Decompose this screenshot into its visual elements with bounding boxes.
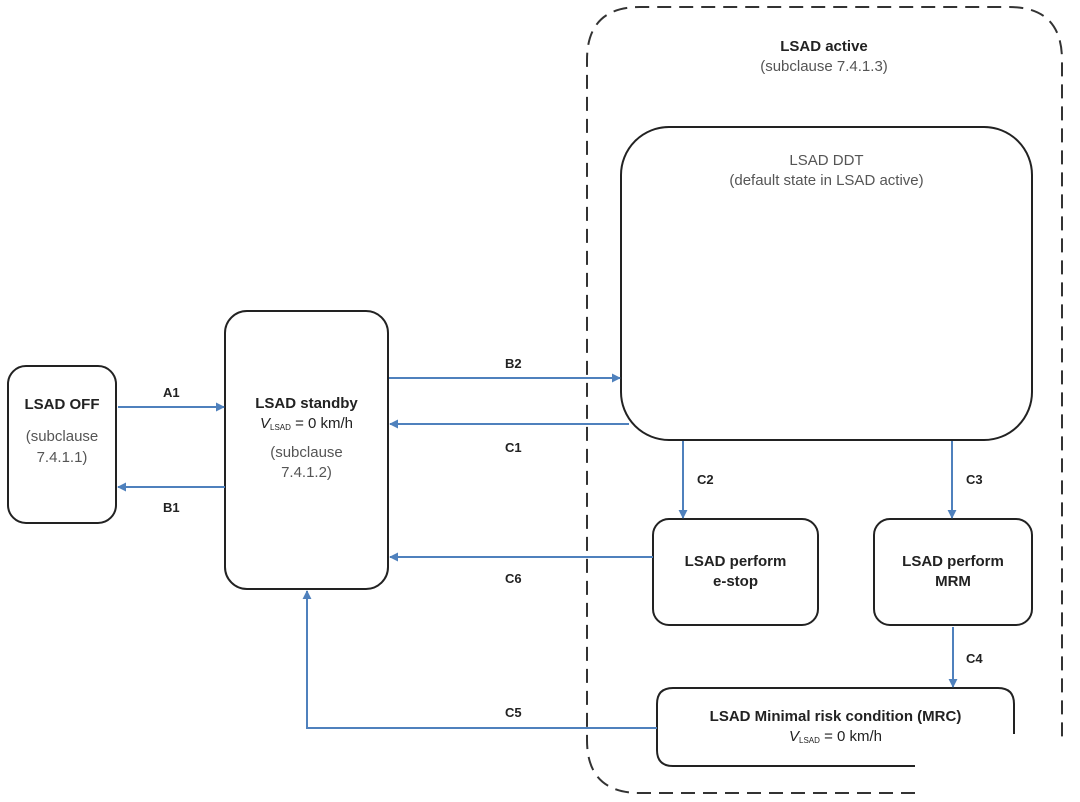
lsad-mrm-line2: MRM bbox=[935, 573, 971, 591]
edge-label-c5: C5 bbox=[505, 705, 522, 720]
lsad-active-title: LSAD active bbox=[780, 38, 868, 55]
lsad-estop-node[interactable] bbox=[652, 518, 819, 626]
edge-label-c3: C3 bbox=[966, 472, 983, 487]
lsad-off-title: LSAD OFF bbox=[24, 396, 100, 413]
lsad-active-subclause: (subclause 7.4.1.3) bbox=[760, 58, 888, 76]
edge-label-a1: A1 bbox=[163, 385, 180, 400]
lsad-ddt-label: LSAD DDT (default state in LSAD active) bbox=[621, 151, 1032, 192]
edge-label-c4: C4 bbox=[966, 651, 983, 666]
lsad-standby-node[interactable] bbox=[224, 310, 389, 590]
lsad-mrm-node[interactable] bbox=[873, 518, 1033, 626]
lsad-estop-line1: LSAD perform bbox=[684, 553, 787, 570]
edge-label-b2: B2 bbox=[505, 356, 522, 371]
edge-label-b1: B1 bbox=[163, 500, 180, 515]
lsad-standby-speed: VLSAD = 0 km/h bbox=[225, 414, 388, 434]
lsad-mrm-label: LSAD perform MRM bbox=[874, 552, 1032, 593]
lsad-mrc-speed: VLSAD = 0 km/h bbox=[657, 727, 1014, 747]
speed-value: = 0 km/h bbox=[290, 415, 354, 433]
lsad-standby-subclause-2: 7.4.1.2) bbox=[281, 463, 332, 481]
speed-subscript: LSAD bbox=[270, 423, 291, 433]
lsad-mrm-line1: LSAD perform bbox=[902, 553, 1004, 570]
lsad-standby-title: LSAD standby bbox=[255, 395, 358, 412]
mrc-speed-value: = 0 km/h bbox=[819, 728, 883, 746]
lsad-mrc-title: LSAD Minimal risk condition (MRC) bbox=[709, 708, 962, 725]
lsad-off-label: LSAD OFF (subclause 7.4.1.1) bbox=[8, 395, 116, 468]
lsad-estop-line2: e-stop bbox=[713, 573, 758, 591]
lsad-estop-label: LSAD perform e-stop bbox=[653, 552, 818, 593]
lsad-ddt-title: LSAD DDT bbox=[789, 152, 864, 169]
lsad-standby-subclause-1: (subclause bbox=[270, 443, 343, 461]
mrc-speed-subscript: LSAD bbox=[799, 736, 820, 746]
speed-variable: V bbox=[259, 415, 270, 433]
lsad-off-subclause-2: 7.4.1.1) bbox=[36, 448, 88, 466]
lsad-standby-label: LSAD standby VLSAD = 0 km/h (subclause 7… bbox=[225, 394, 388, 483]
lsad-active-label: LSAD active (subclause 7.4.1.3) bbox=[724, 37, 924, 78]
lsad-mrc-label: LSAD Minimal risk condition (MRC) VLSAD … bbox=[657, 707, 1014, 748]
edge-c5 bbox=[302, 590, 657, 729]
edge-label-c1: C1 bbox=[505, 440, 522, 455]
edge-label-c2: C2 bbox=[697, 472, 714, 487]
lsad-ddt-node[interactable] bbox=[620, 126, 1033, 441]
lsad-off-node[interactable] bbox=[7, 365, 117, 524]
lsad-active-group bbox=[586, 6, 1063, 794]
mrc-speed-variable: V bbox=[788, 728, 799, 746]
edge-label-c6: C6 bbox=[505, 571, 522, 586]
lsad-ddt-subtitle: (default state in LSAD active) bbox=[729, 172, 924, 190]
lsad-mrc-node[interactable] bbox=[656, 687, 1015, 767]
lsad-off-subclause-1: (subclause bbox=[25, 428, 99, 446]
